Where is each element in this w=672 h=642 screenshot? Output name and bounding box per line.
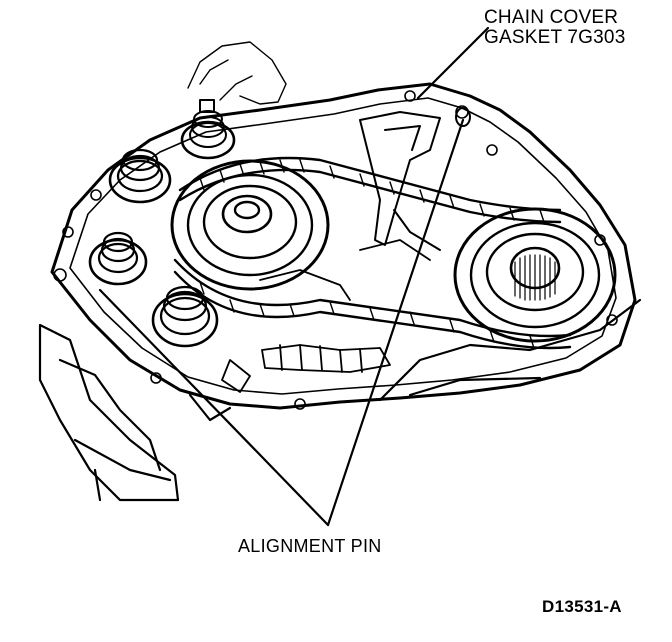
alignment-pin <box>455 107 471 127</box>
alignment-pin-label: ALIGNMENT PIN <box>238 536 382 556</box>
leader-gasket <box>416 26 490 100</box>
leader-pin-right <box>326 118 465 527</box>
figure-id-label: D13531-A <box>542 597 622 616</box>
hand-sketch <box>187 41 287 105</box>
leader-lines <box>98 26 490 527</box>
driven-sprocket <box>453 207 617 343</box>
bolt-holes <box>53 90 618 410</box>
transmission-lower-housing <box>38 298 642 502</box>
spring-assembly-left-upper <box>108 148 172 204</box>
drive-sprocket <box>170 159 330 291</box>
spring-assembly-top <box>180 99 236 160</box>
chain-cover-gasket-label-line2: GASKET 7G303 <box>484 26 626 48</box>
spring-assembly-left-middle <box>88 231 148 286</box>
leader-pin-left <box>98 288 330 527</box>
valve-body-passages <box>221 239 431 393</box>
chain-cover-gasket-label: CHAIN COVER GASKET 7G303 <box>484 8 625 48</box>
chain-cover-gasket-label-line1: CHAIN COVER <box>484 7 619 28</box>
drive-chain <box>173 156 572 350</box>
chain-cover-gasket-outline <box>50 82 637 410</box>
spring-assembly-lower <box>151 285 219 348</box>
center-bracket <box>359 111 441 251</box>
